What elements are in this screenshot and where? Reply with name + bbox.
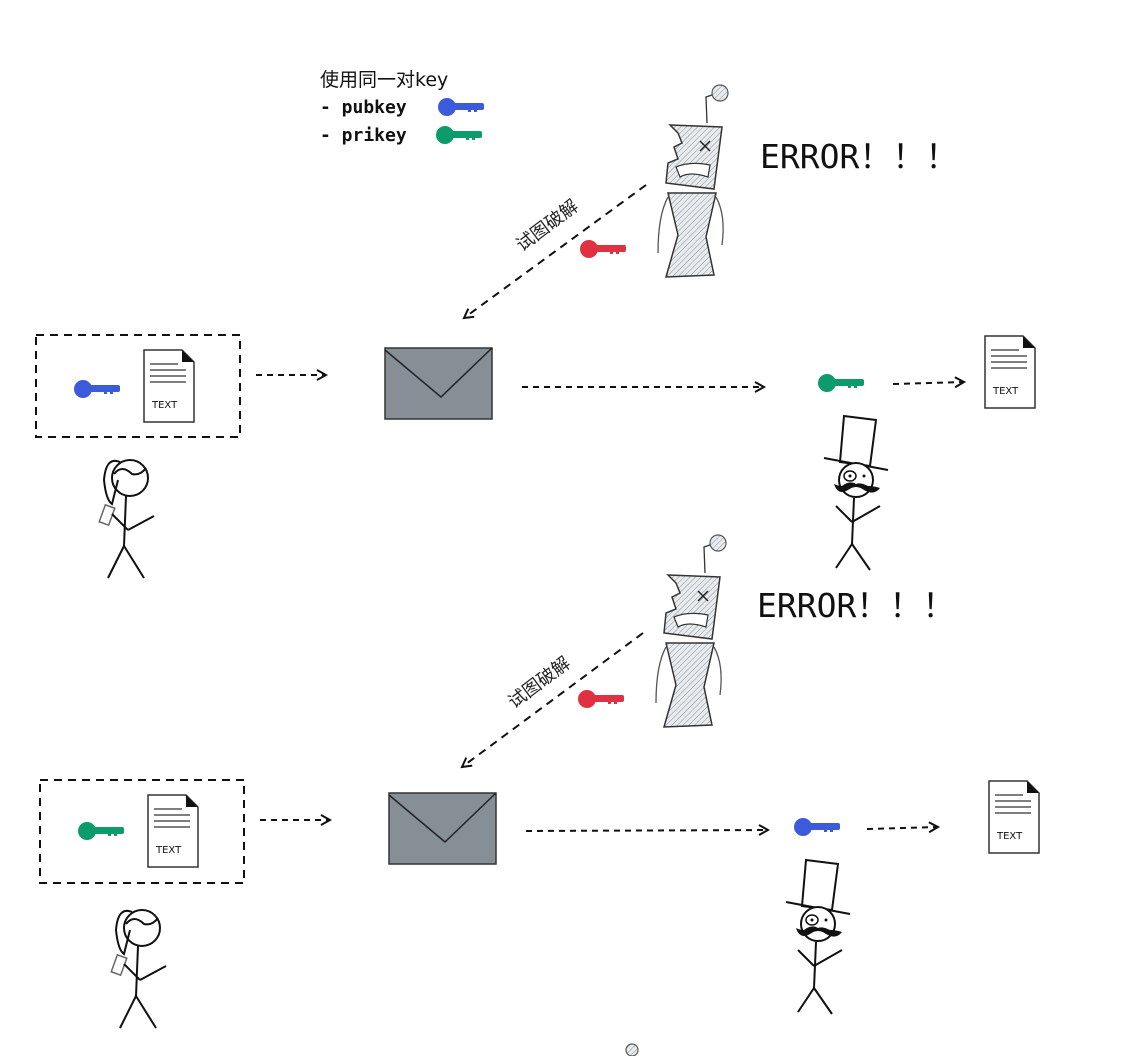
arrow-to-decrypted-2 bbox=[866, 827, 938, 829]
sender-box-1 bbox=[35, 334, 241, 438]
decrypted-doc-2: TEXT bbox=[988, 780, 1040, 854]
error-label-2: ERROR！！！ bbox=[757, 586, 956, 625]
sender-key-icon-1 bbox=[74, 380, 120, 398]
sender-box-2 bbox=[39, 779, 245, 884]
attack-arrow-1 bbox=[464, 184, 647, 318]
receiver-key-icon-2 bbox=[794, 818, 840, 836]
doc-label: TEXT bbox=[996, 831, 1023, 842]
sender-alice-2 bbox=[110, 909, 167, 1029]
envelope-icon-2 bbox=[388, 792, 497, 865]
envelope-icon-1 bbox=[384, 347, 493, 420]
receiver-key-icon-1 bbox=[818, 374, 864, 392]
attacker-key-icon-1 bbox=[580, 240, 626, 258]
legend: 使用同一对key - pubkey - prikey bbox=[320, 66, 448, 150]
attacker-robot-2 bbox=[655, 534, 727, 728]
attacker-key-icon-2 bbox=[578, 690, 624, 708]
decrypted-doc-1: TEXT bbox=[984, 335, 1036, 409]
arrow-to-decrypted-1 bbox=[892, 382, 964, 384]
attack-arrow-2 bbox=[462, 632, 644, 767]
error-label-1: ERROR！！！ bbox=[760, 137, 959, 176]
receiver-bob-1 bbox=[823, 415, 889, 571]
legend-title: 使用同一对key bbox=[320, 69, 449, 91]
receiver-bob-2 bbox=[785, 859, 851, 1015]
scenario-1: TEXT TEXT bbox=[35, 84, 1036, 579]
scenario-2: TEXT TEXT bbox=[39, 534, 1040, 1029]
legend-item-prikey: - prikey bbox=[320, 125, 407, 146]
doc-label: TEXT bbox=[155, 845, 182, 856]
attacker-robot-1 bbox=[657, 84, 729, 278]
sender-key-icon-2 bbox=[78, 822, 124, 840]
doc-label: TEXT bbox=[992, 386, 1019, 397]
doc-label: TEXT bbox=[151, 400, 178, 411]
arrow-to-receiver-2 bbox=[525, 830, 768, 831]
sender-alice-1 bbox=[98, 459, 155, 579]
legend-item-pubkey: - pubkey bbox=[320, 97, 407, 118]
plaintext-doc-2: TEXT bbox=[147, 794, 199, 868]
plaintext-doc-1: TEXT bbox=[143, 349, 195, 423]
robot-antenna-partial bbox=[625, 1043, 639, 1056]
